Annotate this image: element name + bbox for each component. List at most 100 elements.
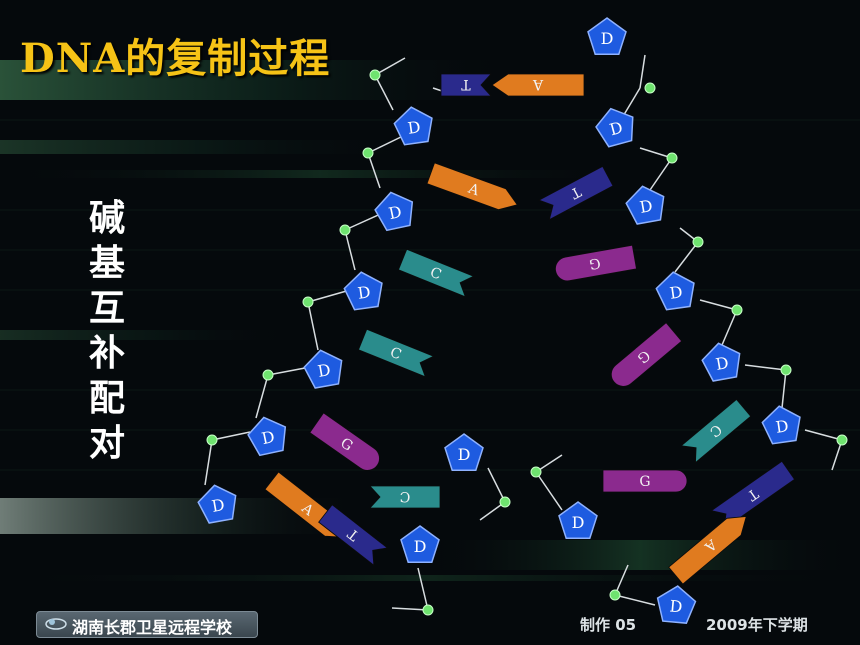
sugar-shape xyxy=(701,342,741,382)
sugar-label: D xyxy=(406,117,421,138)
base-T: T xyxy=(710,460,796,530)
backbone-line xyxy=(781,369,787,409)
sugar: D xyxy=(303,349,343,389)
sugar-label: D xyxy=(607,118,624,140)
base-G: G xyxy=(610,322,683,387)
base-shape xyxy=(710,460,796,530)
base-shape xyxy=(680,398,752,464)
phosphate xyxy=(644,82,656,94)
phosphate xyxy=(262,369,274,381)
side-label-char: 碱 xyxy=(88,198,125,239)
side-label-char: 配 xyxy=(88,378,125,419)
footer-maker: 制作 05 xyxy=(580,616,637,634)
backbone-line xyxy=(744,364,787,371)
backbone-line xyxy=(255,374,269,419)
backbone-line xyxy=(699,299,738,311)
sugar-shape xyxy=(247,416,287,457)
sugar-shape xyxy=(303,349,343,389)
sugar-shape xyxy=(558,501,598,539)
sugar: D xyxy=(343,271,383,311)
base-label: G xyxy=(588,254,602,272)
base-shape xyxy=(397,248,475,298)
backbone-line xyxy=(621,87,641,119)
base-shape xyxy=(602,469,688,493)
base-T: T xyxy=(318,504,389,567)
side-label-char: 对 xyxy=(88,423,125,464)
base-T: T xyxy=(538,165,614,221)
side-label-char: 互 xyxy=(88,288,125,329)
base-shape xyxy=(610,322,683,387)
side-label: 碱 基 互 补 配 对 xyxy=(82,196,132,466)
sugar-shape xyxy=(400,525,440,563)
sugar: D xyxy=(587,17,627,55)
base-C: C xyxy=(357,328,435,378)
phosphate xyxy=(530,466,542,478)
base-label: A xyxy=(532,76,544,92)
phosphate xyxy=(666,152,678,164)
backbone-line xyxy=(211,431,251,441)
phosphate xyxy=(499,496,511,508)
phosphate xyxy=(836,434,848,446)
sugar-label: D xyxy=(669,596,683,616)
base-shape xyxy=(538,165,614,221)
backbone-line xyxy=(649,157,673,191)
backbone-line xyxy=(307,301,319,351)
side-label-char: 补 xyxy=(88,333,125,374)
base-A: A xyxy=(426,162,518,211)
sugar: D xyxy=(625,185,665,225)
sugar-shape xyxy=(343,271,383,311)
backbone-line xyxy=(417,567,429,611)
base-G: G xyxy=(602,469,688,493)
base-shape xyxy=(555,244,637,282)
sugar: D xyxy=(444,433,484,471)
base-shape xyxy=(426,162,518,211)
phosphate xyxy=(731,304,743,316)
base-label: G xyxy=(639,474,650,490)
base-label: C xyxy=(400,488,411,504)
backbone-line xyxy=(344,229,356,271)
backbone-lines xyxy=(204,54,843,611)
sugar: D xyxy=(197,484,237,524)
base-A: A xyxy=(668,515,747,585)
phosphate xyxy=(692,236,704,248)
phosphate xyxy=(339,224,351,236)
base-G: G xyxy=(555,244,637,282)
base-shape xyxy=(357,328,435,378)
sugar-shape xyxy=(393,106,433,146)
base-shape xyxy=(318,504,389,567)
phosphate xyxy=(422,604,434,616)
footer-school-box xyxy=(36,611,258,638)
school-logo-icon xyxy=(45,618,67,630)
base-T: T xyxy=(440,73,492,97)
sugar-shape xyxy=(761,405,801,445)
sugar-shape xyxy=(595,107,634,148)
backbone-line xyxy=(614,594,656,606)
sugar-label: D xyxy=(714,353,730,374)
base-C: C xyxy=(680,398,752,464)
backbone-line xyxy=(367,152,381,189)
backbone-line xyxy=(367,134,406,154)
phosphate xyxy=(362,147,374,159)
phosphate xyxy=(609,589,621,601)
sugar: D xyxy=(393,106,433,146)
sugar: D xyxy=(374,191,414,232)
backbone-line xyxy=(639,54,646,89)
backbone-line xyxy=(535,471,563,511)
sugar-label: D xyxy=(458,445,471,464)
base-shape xyxy=(369,485,441,509)
sugar: D xyxy=(761,405,801,445)
side-label-char: 基 xyxy=(88,243,125,284)
sugar-label: D xyxy=(356,282,371,303)
sugar-shape xyxy=(656,585,697,624)
base-shape xyxy=(440,73,492,97)
backbone-line xyxy=(267,367,306,376)
backbone-line xyxy=(391,607,429,611)
sugar-shape xyxy=(444,433,484,471)
backbone-line xyxy=(204,439,213,486)
sugar-shape xyxy=(587,17,627,55)
backbone-line xyxy=(374,74,394,111)
base-shape xyxy=(491,73,585,97)
sugar-label: D xyxy=(316,360,332,381)
phosphate xyxy=(302,296,314,308)
